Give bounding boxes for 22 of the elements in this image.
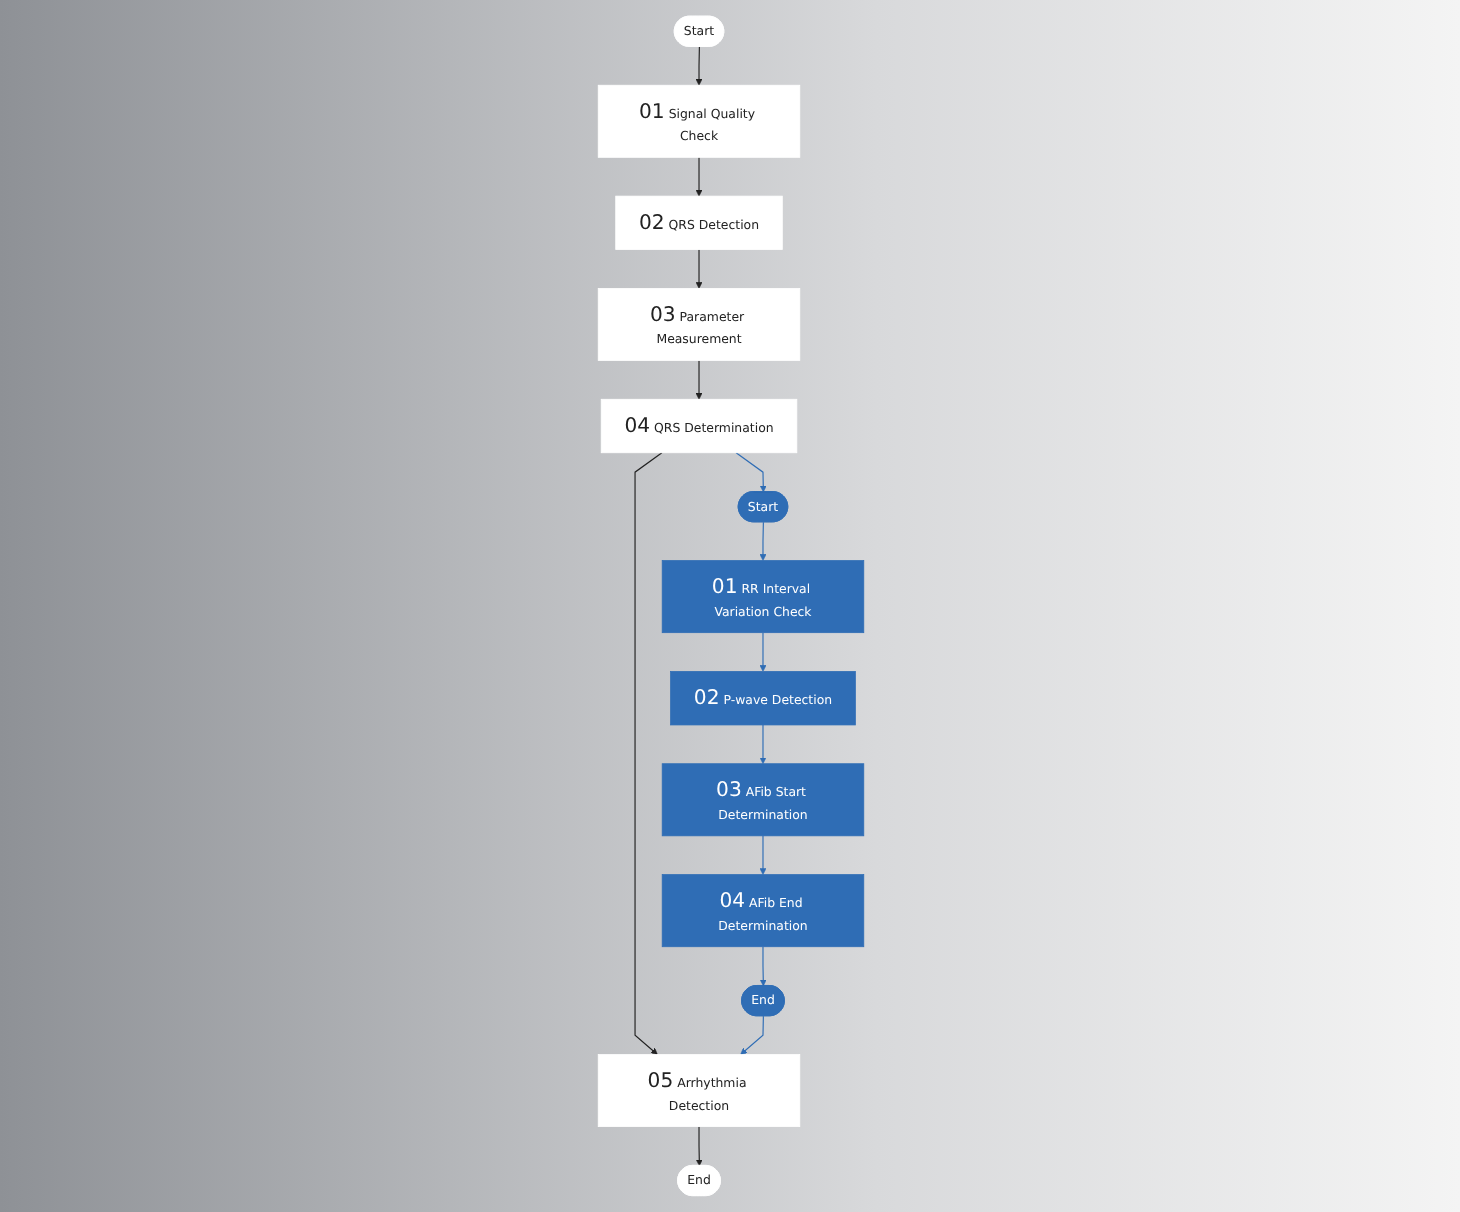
- arrow: [758, 521, 766, 561]
- arrow: [758, 835, 766, 875]
- node-box: [596, 288, 800, 361]
- node-box: [596, 84, 800, 158]
- arrow: [694, 156, 702, 197]
- arrow: [758, 946, 766, 987]
- arrow: [694, 1126, 702, 1167]
- node-box: [669, 671, 855, 726]
- arrow: [694, 360, 702, 400]
- arrow: [694, 46, 702, 86]
- arrow: [633, 452, 662, 1055]
- node-box: [614, 195, 782, 251]
- arrow: [758, 632, 766, 672]
- arrow: [694, 249, 702, 289]
- node-box: [660, 560, 864, 634]
- arrow: [734, 452, 766, 493]
- node-box: [660, 763, 864, 837]
- arrow: [739, 1015, 763, 1055]
- arrow: [758, 724, 766, 765]
- node-box: [660, 874, 864, 948]
- node-box: [599, 398, 797, 454]
- node-box: [596, 1054, 800, 1128]
